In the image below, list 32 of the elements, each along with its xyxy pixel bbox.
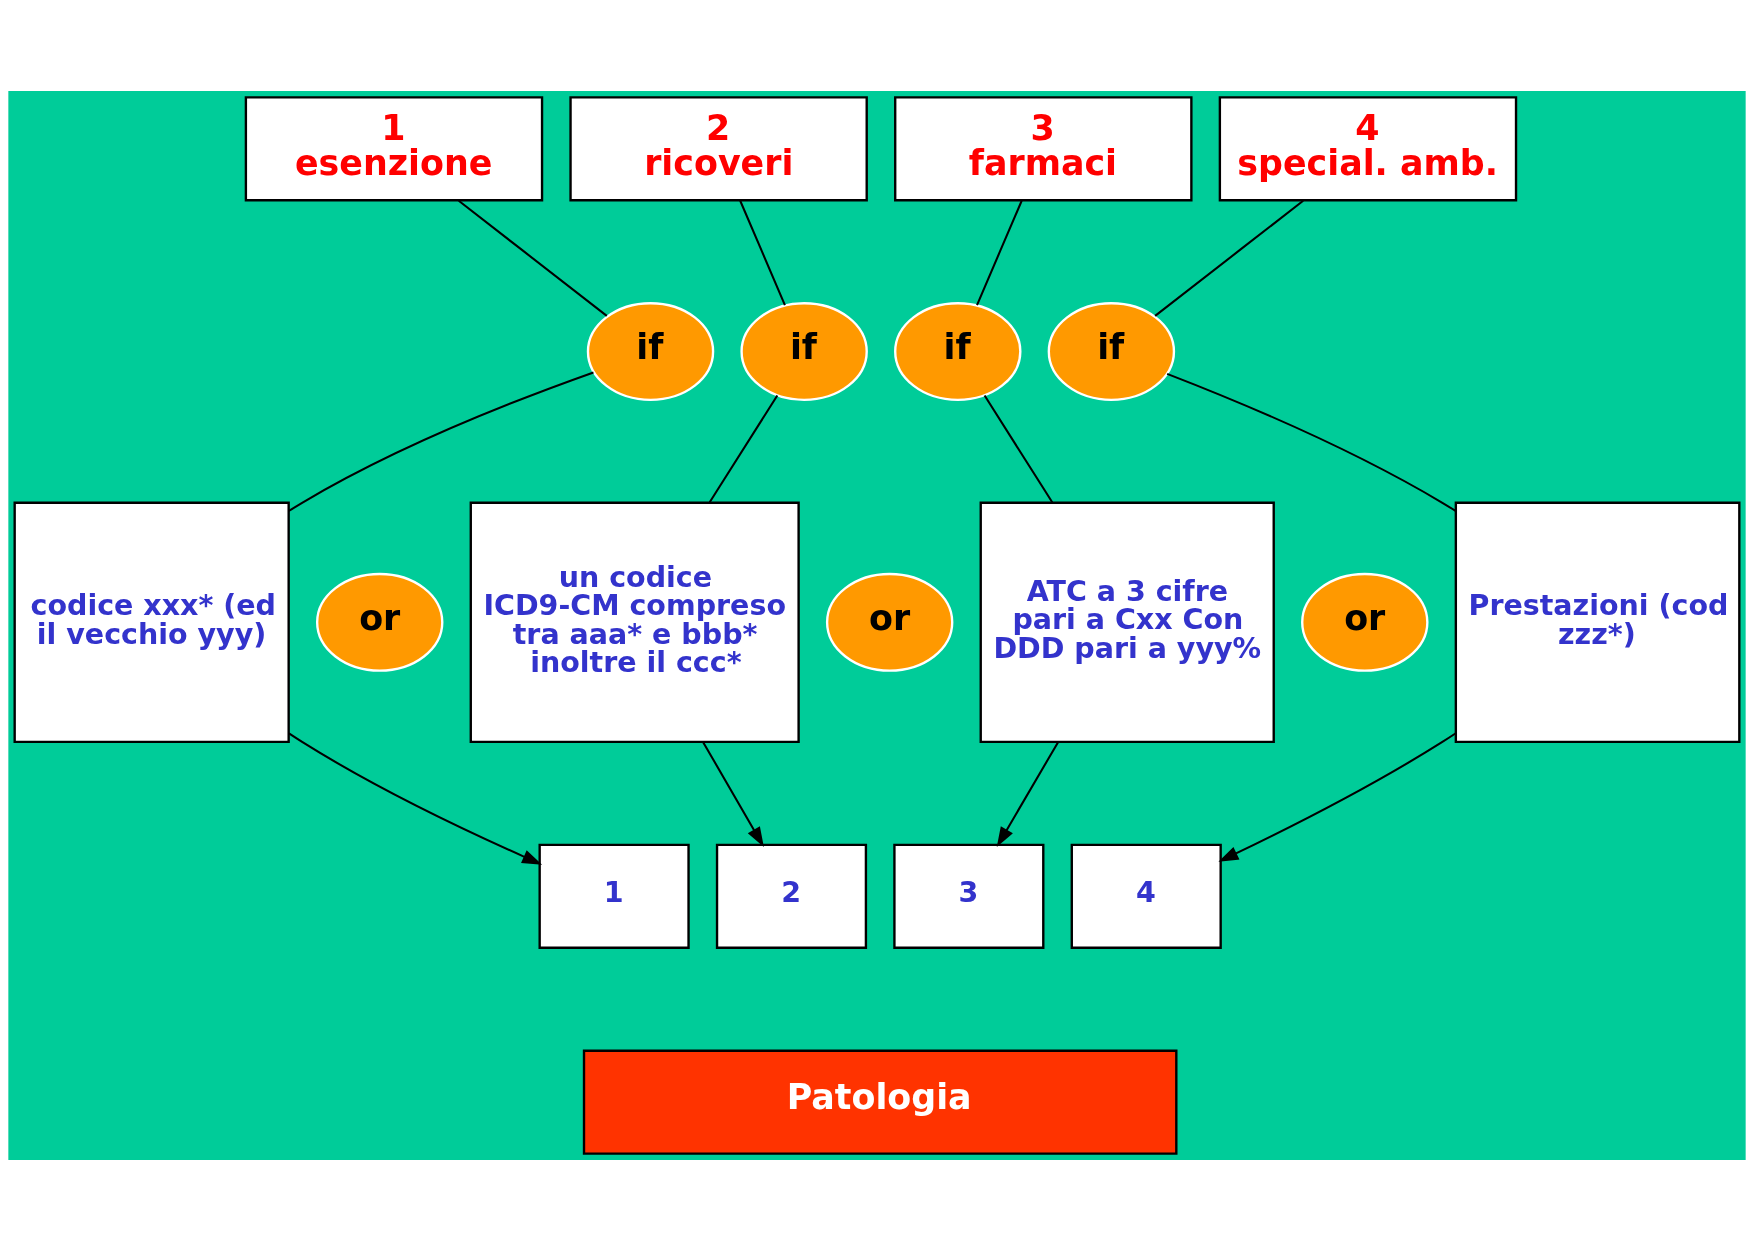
connector [739, 199, 786, 305]
node-box: 3 [893, 843, 1045, 949]
connector [1166, 372, 1457, 512]
node-box: Patologia [582, 1049, 1178, 1155]
node-box: codice xxx* (ed il vecchio yyy) [13, 501, 290, 743]
node-ellipse: if [740, 301, 868, 401]
arrow [702, 740, 764, 847]
arrow [996, 740, 1060, 847]
node-ellipse: or [315, 572, 444, 672]
node-box: 2 [715, 843, 868, 949]
node-ellipse: if [586, 301, 715, 401]
node-box: 1 [538, 843, 690, 949]
connector [976, 199, 1023, 305]
node-box: un codice ICD9-CM compreso tra aaa* e bbb* inoltre il ccc* [469, 501, 800, 743]
node-box: 2 ricoveri [569, 95, 868, 201]
connector [983, 394, 1054, 503]
node-ellipse: if [894, 301, 1022, 401]
arrow [288, 732, 543, 865]
node-box: 1 esenzione [244, 95, 544, 201]
node-ellipse: if [1047, 301, 1176, 401]
node-ellipse: or [825, 572, 954, 672]
connector [708, 394, 779, 503]
node-box: 3 farmaci [894, 95, 1193, 201]
node-box: 4 [1070, 843, 1222, 949]
connector [458, 199, 608, 317]
arrow [1218, 731, 1457, 862]
node-ellipse: or [1301, 572, 1429, 672]
connector [1154, 199, 1304, 317]
node-box: Prestazioni (cod zzz*) [1454, 501, 1741, 743]
connector [288, 370, 594, 512]
node-box: 4 special. amb. [1218, 95, 1518, 201]
node-box: ATC a 3 cifre pari a Cxx Con DDD pari a yyy% [979, 501, 1275, 743]
